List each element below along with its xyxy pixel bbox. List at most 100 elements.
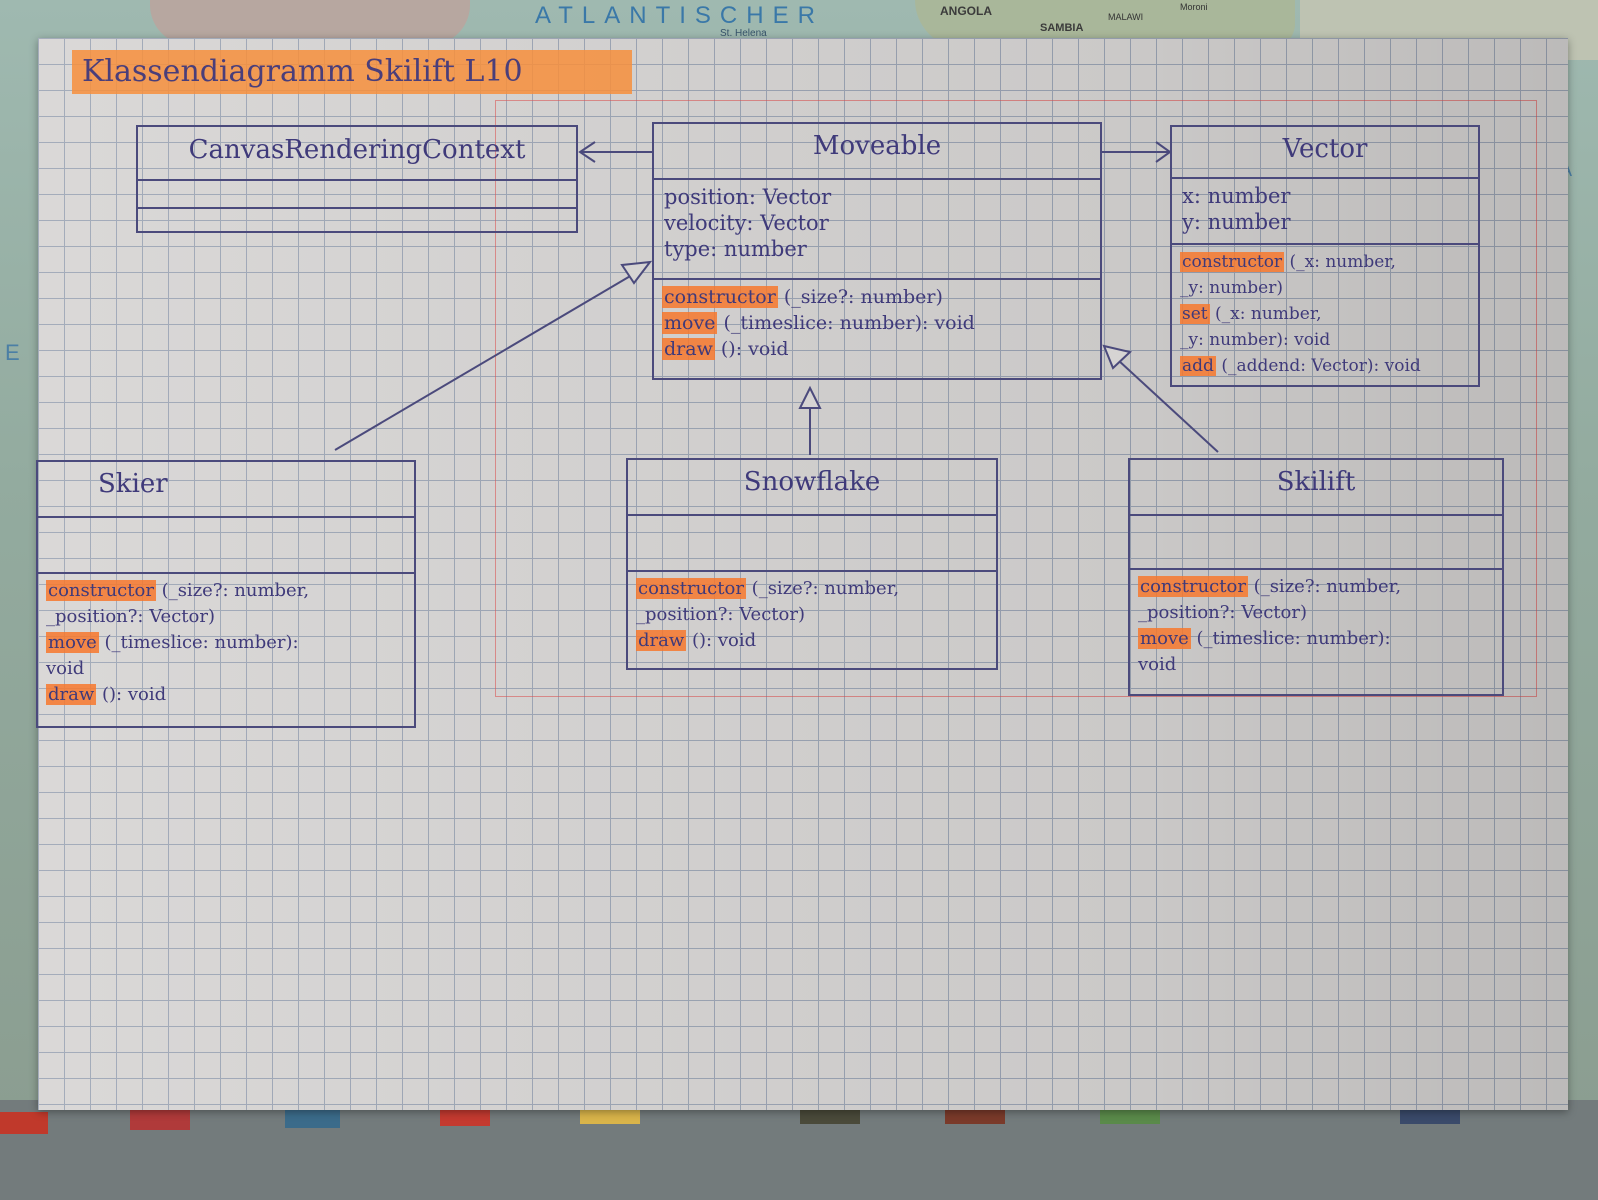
operation: constructor (_x: number,: [1180, 249, 1470, 275]
class-moveable: Moveable position: Vector velocity: Vect…: [652, 122, 1102, 380]
operation-params: (_addend: Vector): void: [1221, 356, 1421, 376]
association-arrowhead: [578, 141, 596, 163]
attribute: y: number: [1182, 210, 1291, 234]
class-attributes: x: number y: number: [1172, 179, 1478, 245]
inheritance-arrowhead: [798, 385, 822, 409]
operation-name: move: [662, 312, 718, 334]
operation-params: (): void: [692, 630, 757, 651]
operation: draw (): void: [636, 628, 988, 654]
class-attributes: position: Vector velocity: Vector type: …: [654, 180, 1100, 280]
class-operations: constructor (_size?: number, _position?:…: [628, 572, 996, 658]
class-attributes: [628, 516, 996, 572]
inheritance-arrowhead: [620, 260, 653, 285]
class-attributes: [1130, 516, 1502, 570]
operation: draw (): void: [46, 682, 406, 708]
map-ocean-label: ATLANTISCHER: [535, 2, 824, 29]
map-flag-strip: [0, 1100, 1598, 1200]
class-canvas-rendering-context: CanvasRenderingContext: [136, 125, 578, 233]
map-country-label: ANGOLA: [940, 4, 992, 18]
operation: constructor (_size?: number,: [1138, 574, 1494, 600]
graph-paper-sheet: [38, 38, 1568, 1110]
operation: set (_x: number,: [1180, 301, 1470, 327]
flag-icon: [285, 1106, 340, 1128]
class-skier: Skier constructor (_size?: number, _posi…: [36, 460, 416, 728]
inheritance-arrowhead: [1102, 344, 1133, 370]
operation-name: constructor: [636, 578, 746, 599]
operation-name: move: [1138, 628, 1191, 649]
operation: move (_timeslice: number):: [46, 630, 406, 656]
operation: _y: number): void: [1180, 327, 1470, 353]
class-snowflake: Snowflake constructor (_size?: number, _…: [626, 458, 998, 670]
attribute: x: number: [1182, 184, 1291, 208]
operation: draw (): void: [662, 336, 1092, 362]
operation-params: void: [1138, 654, 1177, 675]
class-name: Skilift: [1130, 460, 1502, 516]
class-operations: constructor (_x: number, _y: number) set…: [1172, 245, 1478, 383]
operation-params: (_timeslice: number): void: [723, 312, 975, 334]
operation-params: _position?: Vector): [1138, 602, 1307, 623]
map-country-label: MALAWI: [1108, 12, 1144, 22]
class-operations: constructor (_size?: number) move (_time…: [654, 280, 1100, 366]
operation-params: _position?: Vector): [636, 604, 805, 625]
operation-params: void: [46, 658, 85, 679]
operation-name: move: [46, 632, 99, 653]
operation-name: constructor: [662, 286, 778, 308]
map-country-label: SAMBIA: [1040, 22, 1084, 34]
operation-params: _y: number): [1180, 278, 1283, 298]
operation-params: (_size?: number): [783, 286, 943, 308]
operation-params: (_x: number,: [1215, 304, 1322, 324]
inheritance-line-skilift: [1117, 359, 1219, 453]
operation-params: (): void: [720, 338, 789, 360]
operation: move (_timeslice: number):: [1138, 626, 1494, 652]
operation-params: _y: number): void: [1180, 330, 1331, 350]
operation-name: constructor: [1138, 576, 1248, 597]
operation-params: (_x: number,: [1289, 252, 1396, 272]
operation-params: (_size?: number,: [1253, 576, 1402, 597]
map-side-letter: E: [5, 340, 20, 365]
operation-name: draw: [636, 630, 687, 651]
operation: _position?: Vector): [1138, 600, 1494, 626]
operation: constructor (_size?: number): [662, 284, 1092, 310]
operation-params: (_timeslice: number):: [1196, 628, 1391, 649]
red-guide-lines: [495, 100, 1537, 697]
operation: constructor (_size?: number,: [46, 578, 406, 604]
map-land: [150, 0, 470, 45]
flag-icon: [0, 1112, 48, 1134]
operation-name: constructor: [46, 580, 156, 601]
operation-params: (_size?: number,: [751, 578, 900, 599]
attribute: position: Vector: [664, 185, 832, 209]
operation-params: _position?: Vector): [46, 606, 215, 627]
class-name: Moveable: [654, 124, 1100, 180]
operation-params: (_timeslice: number):: [104, 632, 299, 653]
class-name: Skier: [38, 462, 414, 518]
operation-params: (_size?: number,: [161, 580, 310, 601]
operation: add (_addend: Vector): void: [1180, 353, 1470, 379]
operation: void: [46, 656, 406, 682]
operation-name: draw: [662, 338, 715, 360]
operation: constructor (_size?: number,: [636, 576, 988, 602]
class-name: Vector: [1172, 127, 1478, 179]
class-attributes: [38, 518, 414, 574]
operation: move (_timeslice: number): void: [662, 310, 1092, 336]
inheritance-line-skier: [334, 274, 633, 451]
diagram-title: Klassendiagramm Skilift L10: [72, 50, 632, 94]
operation: void: [1138, 652, 1494, 678]
operation-name: add: [1180, 356, 1216, 376]
class-vector: Vector x: number y: number constructor (…: [1170, 125, 1480, 387]
operation-name: set: [1180, 304, 1210, 324]
attribute: velocity: Vector: [664, 211, 829, 235]
map-island-label: St. Helena: [720, 28, 767, 39]
operation: _position?: Vector): [636, 602, 988, 628]
class-name: CanvasRenderingContext: [138, 127, 576, 181]
map-place-label: Moroni: [1180, 2, 1208, 12]
attribute: type: number: [664, 237, 807, 261]
operation-name: constructor: [1180, 252, 1285, 272]
operation-params: (): void: [102, 684, 167, 705]
operation-name: draw: [46, 684, 97, 705]
operation: _position?: Vector): [46, 604, 406, 630]
operation: _y: number): [1180, 275, 1470, 301]
flag-icon: [130, 1108, 190, 1130]
class-skilift: Skilift constructor (_size?: number, _po…: [1128, 458, 1504, 696]
class-name: Snowflake: [628, 460, 996, 516]
